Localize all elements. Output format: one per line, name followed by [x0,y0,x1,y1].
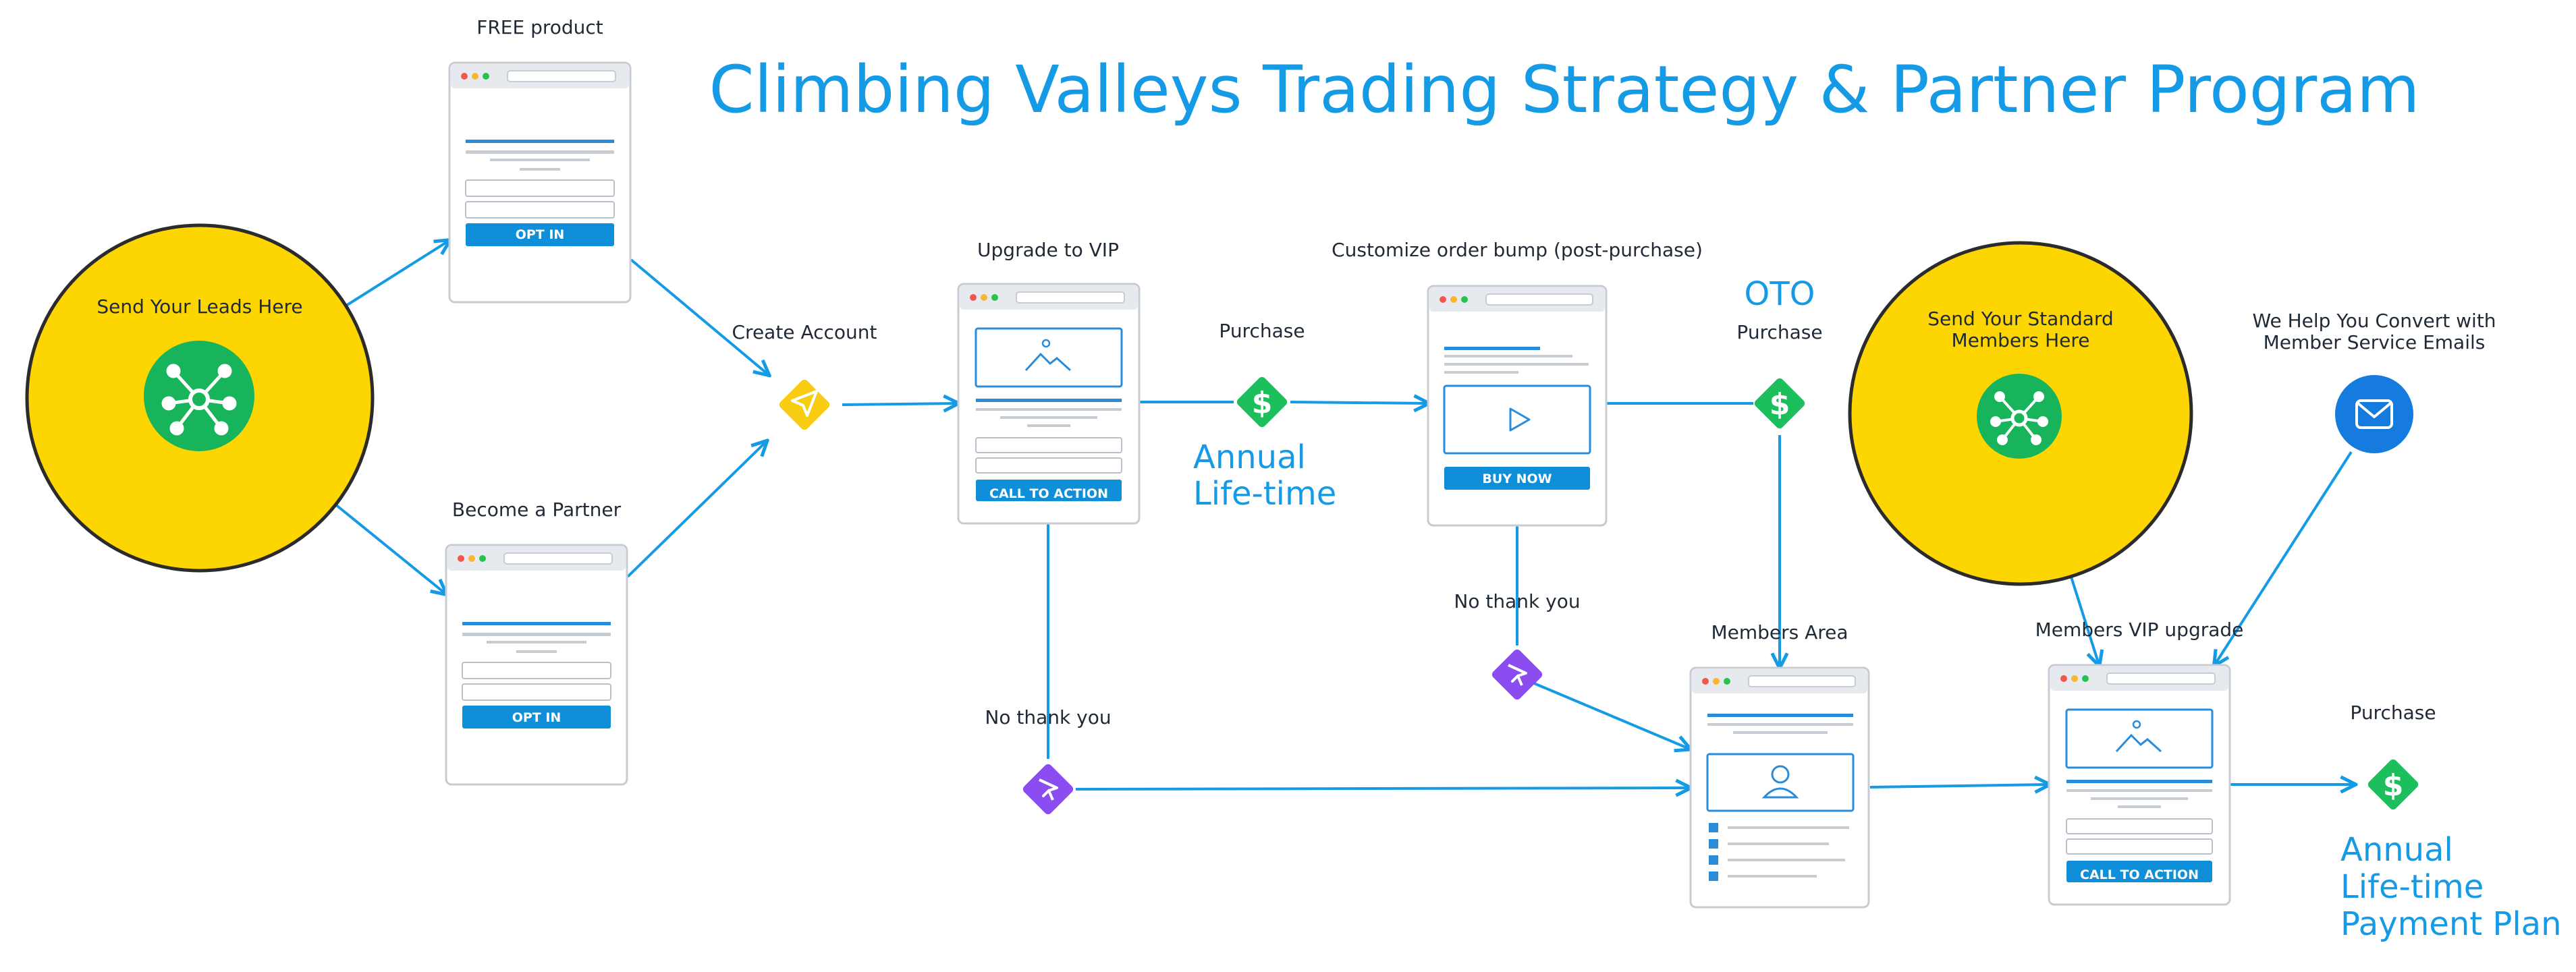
emails-label-line2: Member Service Emails [2264,331,2486,353]
dollar-icon: $ [1252,386,1273,420]
buy-now-button[interactable]: BUY NOW [1482,471,1552,486]
dollar-icon: $ [2383,768,2404,803]
free-product-page: FREE product OPT IN [448,16,632,304]
envelope-icon [2335,375,2413,453]
no-thanks-step-1: No thank you [985,706,1112,815]
purchase-step-1: Purchase $ Annual Life-time [1193,320,1336,513]
members-area-browser [1689,666,1870,909]
purchase-step-3: Purchase $ Annual Life-time Payment Plan [2340,702,2562,943]
standard-members-source: Send Your Standard Members Here [1848,241,2193,586]
oto-tag: OTO [1745,275,1815,313]
free-product-label: FREE product [476,16,603,38]
standard-members-label-line1: Send Your Standard [1927,308,2113,330]
leads-label: Send Your Leads Here [97,295,302,318]
members-vip-label: Members VIP upgrade [2035,619,2244,641]
purchase-note-line1: Annual [2340,831,2453,869]
user-icon [1771,765,1790,784]
call-to-action-button[interactable]: CALL TO ACTION [2080,867,2199,882]
emails-label-line1: We Help You Convert with [2252,310,2496,332]
hub-icon [1977,374,2062,459]
purchase-step-2: OTO Purchase $ [1736,275,1823,429]
purchase-label: Purchase [1219,320,1305,342]
members-area-label: Members Area [1711,621,1848,644]
create-account-step: Create Account [732,321,877,430]
no-thanks-label: No thank you [1454,590,1580,612]
partner-page: Become a Partner OPT IN [445,498,628,786]
emails-source: We Help You Convert with Member Service … [2252,310,2496,453]
call-to-action-button[interactable]: CALL TO ACTION [989,486,1108,501]
paper-plane-icon [791,390,818,417]
leads-source: Send Your Leads Here [25,223,375,573]
purchase-label: Purchase [1736,321,1822,343]
cursor-icon [1508,664,1527,686]
standard-members-label-line2: Members Here [1951,329,2089,351]
hub-icon [144,341,254,451]
upgrade-vip-page: Upgrade to VIP CALL TO ACTION [957,239,1141,525]
dollar-icon: $ [1770,387,1790,422]
create-account-label: Create Account [732,321,877,343]
purchase-label: Purchase [2350,702,2436,724]
opt-in-button[interactable]: OPT IN [512,710,561,725]
no-thanks-step-2: No thank you [1454,590,1581,700]
partner-label: Become a Partner [452,498,622,521]
page-title: Climbing Valleys Trading Strategy & Part… [709,52,2420,127]
opt-in-button[interactable]: OPT IN [516,227,565,242]
order-bump-browser [1427,285,1608,527]
members-area-page: Members Area [1689,621,1870,909]
purchase-note-line2: Life-time [1193,475,1336,513]
purchase-note-line3: Payment Plan [2340,905,2562,943]
members-vip-page: Members VIP upgrade CALL TO ACTION [2035,619,2244,906]
play-icon [1509,407,1531,432]
cursor-icon [1039,778,1058,801]
order-bump-label: Customize order bump (post-purchase) [1332,239,1703,261]
upgrade-vip-label: Upgrade to VIP [977,239,1119,261]
order-bump-page: Customize order bump (post-purchase) BUY… [1332,239,1703,527]
purchase-note-line1: Annual [1193,438,1306,476]
purchase-note-line2: Life-time [2340,868,2484,906]
no-thanks-label: No thank you [985,706,1111,728]
